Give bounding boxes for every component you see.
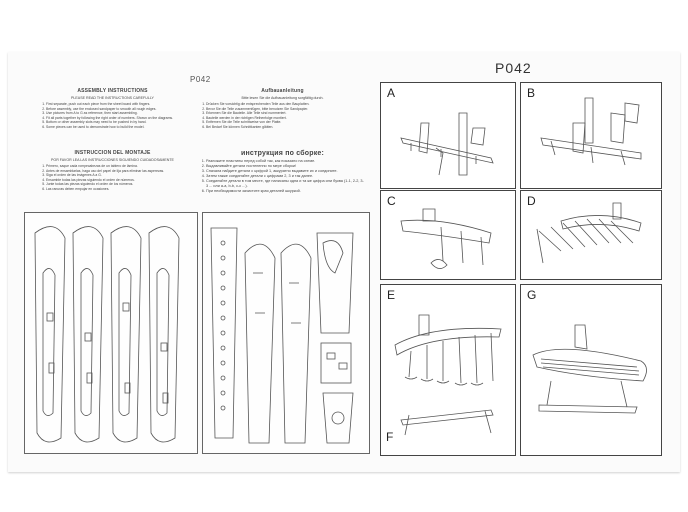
instruction-step: При необходимости зачистите края деталей… [206,189,365,194]
hull-ribs-drawing [34,226,180,443]
instructions-spanish: INSTRUCCION DEL MONTAJE POR FAVOR LEA LA… [40,150,185,192]
instruction-step: Затем также соединяйте детали с цифрами … [206,174,365,179]
instruction-step: Bottom or other assembly slots may need … [46,120,185,125]
instruction-step: Bei Bedarf Sie können Schnittkanten glät… [206,125,365,130]
right-model-code: P042 [495,60,532,76]
instructions-german: Aufbauanleitung Bitte lesen Sie die Aufb… [200,88,365,130]
step-label: C [387,194,396,208]
left-model-code: P042 [190,75,211,84]
instruction-step: Before assembly, use the enclosed sandpa… [46,107,185,112]
step-e-frame: E [380,284,516,456]
step-label: B [527,86,536,100]
step-label: A [387,86,396,100]
instructions-english-subtitle: PLEASE READ THE INSTRUCTIONS CAREFULLY [71,96,154,100]
parts-panel-hull-ribs [24,212,198,454]
step-label: E [387,288,396,302]
instruction-step: Соединяйте детали в том месте, где напис… [206,179,365,189]
instruction-step: Bauteile werden in der richtigen Reihenf… [206,116,365,121]
instruction-step: Las ranuras deben empujar en ocasiones. [46,187,185,192]
instructions-german-subtitle: Bitte lesen Sie die Aufbauanleitung sorg… [241,96,324,100]
instruction-step: Erkennen Sie die Bauteile. Alle Teile si… [206,111,365,116]
step-label: G [527,288,537,302]
instruction-step: Antes de ensamblarlas, haga uso del pape… [46,169,185,174]
instructions-spanish-subtitle: POR FAVOR LEA LAS INSTRUCCIONES SIGUIEND… [51,158,174,162]
step-c-frame: C [380,190,516,280]
instruction-step: Entfernen Sie die Teile schrittweise von… [206,120,365,125]
step-a-drawing [400,112,494,176]
instruction-step: Разложите пластины перед собой так, как … [206,159,365,164]
instruction-step: Drücken Sie vorsichtig die entsprechende… [206,102,365,107]
instruction-step: Siga el orden de las imágenes A a G. [46,173,185,178]
step-g-drawing [532,324,647,414]
step-g-frame: G [520,284,662,456]
instruction-step: Use pictures from A to G as reference, t… [46,111,185,116]
parts-panel-frames [202,212,370,454]
frames-drawing [210,227,354,444]
instruction-step: Выдавливайте детали постепенно по мере с… [206,164,365,169]
instruction-step: Some pieces can be used to demonstrate h… [46,125,185,130]
step-c-drawing [400,208,492,269]
instruction-step: Primero, saque cada rompecabezas de un t… [46,164,185,169]
instruction-step: Fit all parts together by following the … [46,116,185,121]
step-b-drawing [540,97,642,166]
step-d-frame: D [520,190,662,280]
instruction-step: First separate, push out each piece from… [46,102,185,107]
step-label: D [527,194,536,208]
step-b-frame: B [520,82,662,189]
instruction-step: Junte todas las piezas siguiendo el orde… [46,182,185,187]
instruction-step: Сначала найдите детали с цифрой 1, аккур… [206,169,365,174]
instructions-german-title: Aufbauanleitung [261,88,304,94]
instructions-spanish-title: INSTRUCCION DEL MONTAJE [74,150,151,156]
step-e-drawing [394,314,502,436]
step-d-drawing [536,202,642,264]
instructions-russian-title: инструкция по сборке: [240,150,325,157]
step-label: F [386,430,394,444]
instructions-english-title: ASSEMBLY INSTRUCTIONS [77,88,148,94]
instructions-russian: инструкция по сборке: Разложите пластины… [200,150,365,194]
instruction-step: Bevor Sie die Teile zusammenfügen, bitte… [206,107,365,112]
instruction-step: Ensamble todas las piezas siguiendo el o… [46,178,185,183]
step-a-frame: A [380,82,516,189]
instructions-english: ASSEMBLY INSTRUCTIONS PLEASE READ THE IN… [40,88,185,130]
